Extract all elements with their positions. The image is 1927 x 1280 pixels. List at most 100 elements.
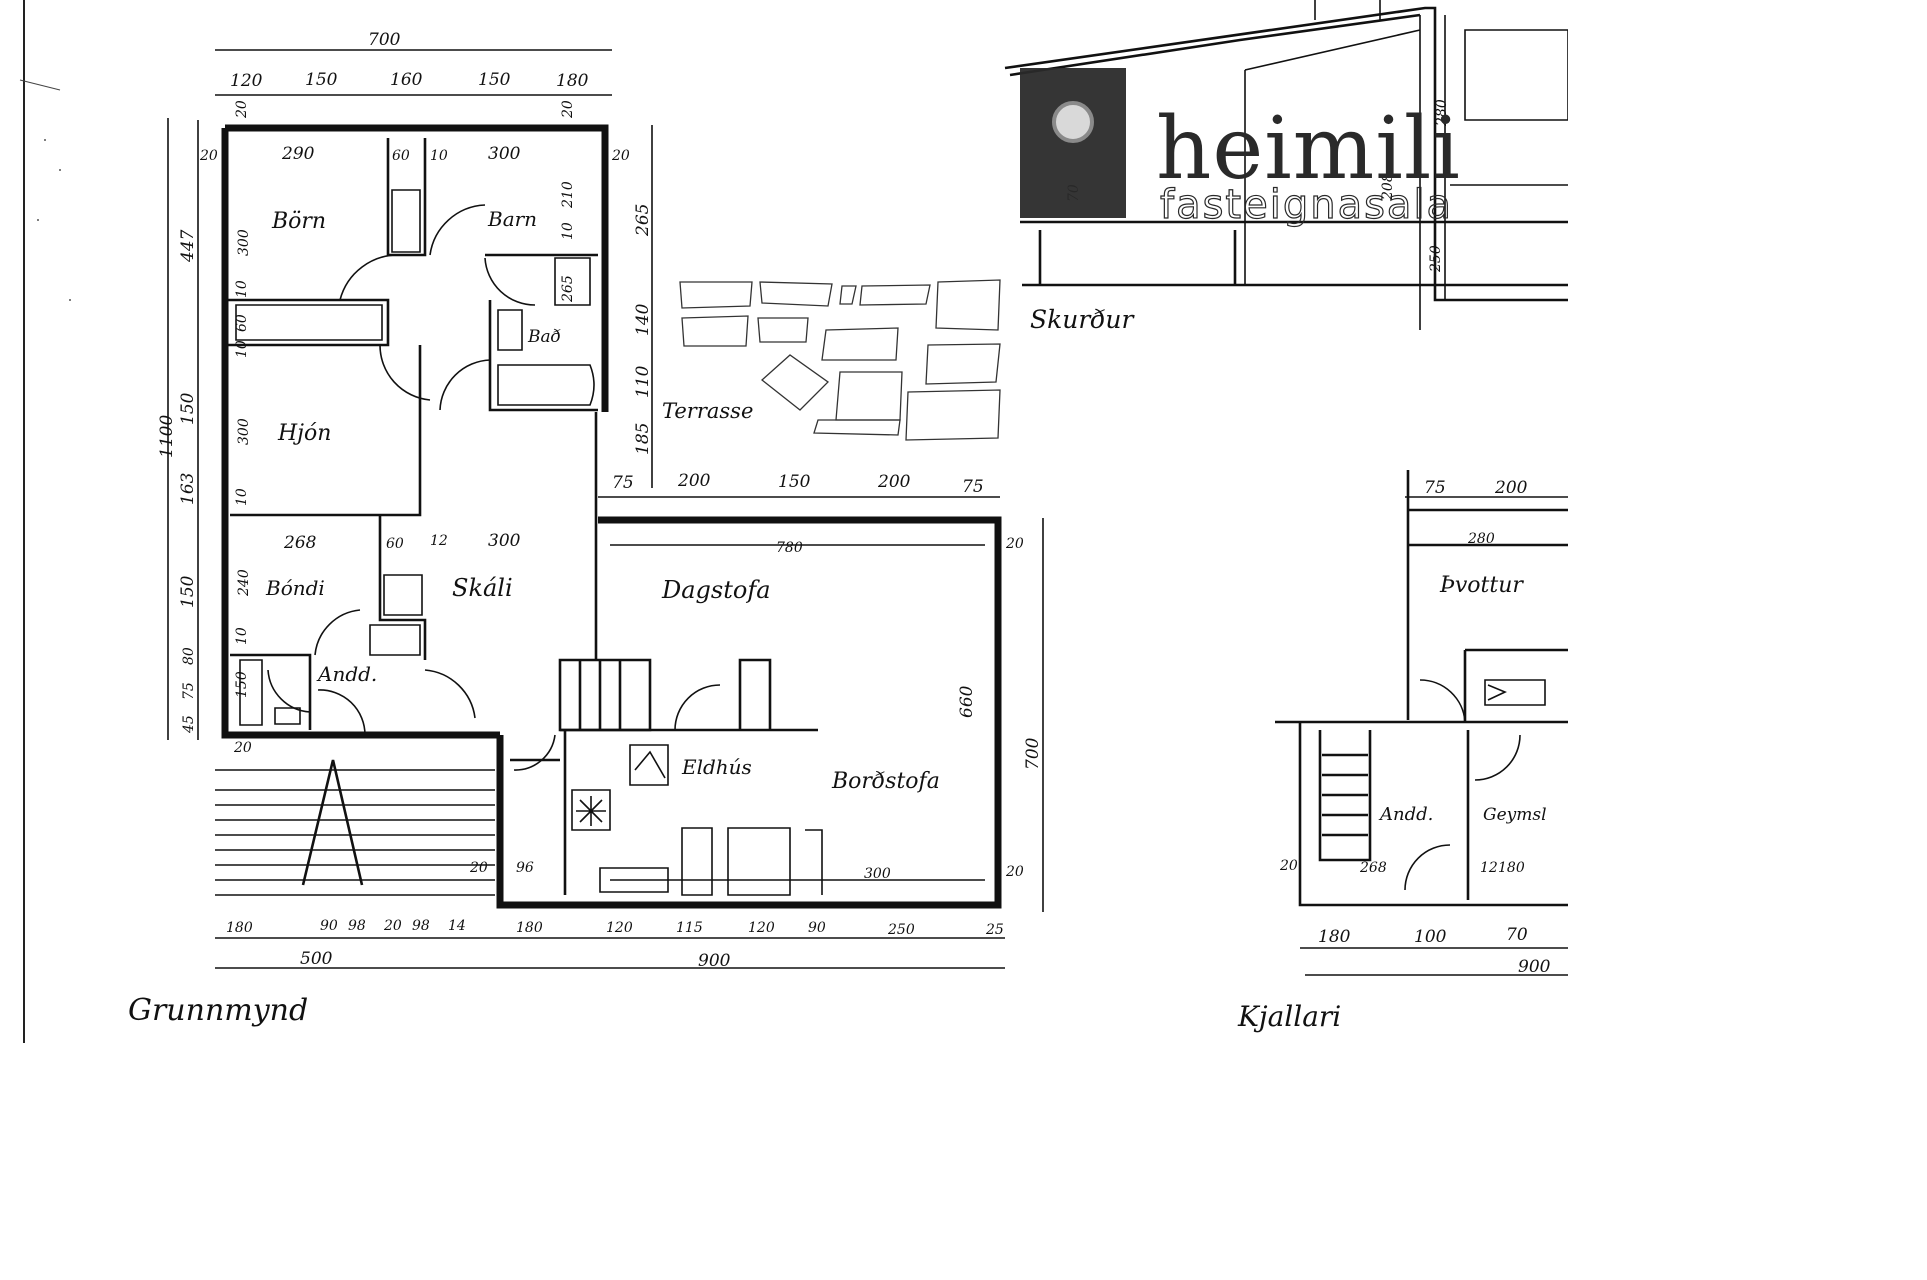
dim-inner-left: 300 xyxy=(236,229,252,256)
dim-row2: 12 xyxy=(430,533,448,549)
dim-kj-row: 12 xyxy=(1480,860,1498,876)
dim-bottom-part: 180 xyxy=(226,920,253,936)
dim-bottom-part: 250 xyxy=(887,922,915,938)
dim-inner-left: 60 xyxy=(234,314,250,332)
dim-inner-left: 10 xyxy=(234,627,250,645)
dim-right-col: 265 xyxy=(633,204,653,237)
floor-plan-drawing: Börn Barn Bað Hjón Terrasse Bóndi Skáli … xyxy=(19,0,1568,1043)
dim-bottom-total: 900 xyxy=(698,951,731,971)
dim-right-side: 20 xyxy=(1005,864,1024,880)
dim-bottom-part: 25 xyxy=(985,922,1004,938)
dim-left-part: 45 xyxy=(181,715,197,734)
main-floor-plan xyxy=(215,124,1002,909)
room-label-bad: Bað xyxy=(527,327,561,347)
dim-bottom-part: 98 xyxy=(412,918,430,934)
dim-top-total: 700 xyxy=(368,30,401,50)
dim-inner-left: 150 xyxy=(234,671,250,698)
dim-row2: 268 xyxy=(283,533,317,553)
dim-bath: 265 xyxy=(560,275,576,303)
room-label-barn: Barn xyxy=(487,207,537,231)
room-label-terrasse: Terrasse xyxy=(662,399,753,423)
dim-bottom-part: 120 xyxy=(606,920,633,936)
dim-left-part: 75 xyxy=(181,682,197,700)
dimension-lines xyxy=(167,49,1044,969)
dim-right-side: 700 xyxy=(1023,737,1043,770)
dim-row1: 10 xyxy=(430,148,448,164)
room-label-bondi: Bóndi xyxy=(265,576,325,600)
room-label-hjon: Hjón xyxy=(277,421,331,446)
dim-row1: 290 xyxy=(281,144,315,164)
dim-section: 250 xyxy=(1428,245,1444,273)
section-label-skurdur: Skurður xyxy=(1030,305,1135,334)
terrace-stones xyxy=(679,279,1001,441)
dim-inner-left: 10 xyxy=(234,340,250,358)
plan-title-kjallari: Kjallari xyxy=(1237,1000,1341,1033)
dim-row1: 60 xyxy=(392,148,410,164)
dim-kj-bottom: 70 xyxy=(1506,925,1528,945)
dim-bottom-part: 115 xyxy=(676,920,703,936)
dim-top-part: 180 xyxy=(556,71,589,91)
logo-brand-text: heimili xyxy=(1156,99,1461,199)
dim-bottom-part: 20 xyxy=(383,918,402,934)
logo-dot-icon xyxy=(1052,101,1094,143)
dim-right-col: 140 xyxy=(633,303,653,336)
dim-row2: 60 xyxy=(386,536,404,552)
dim-row1: 20 xyxy=(611,148,630,164)
room-label-skali: Skáli xyxy=(452,574,513,602)
dim-bath: 10 xyxy=(560,222,576,240)
dim-bottom-part: 14 xyxy=(448,918,466,934)
dim-row2: 300 xyxy=(488,531,521,551)
section-drawing xyxy=(1004,0,1568,330)
dim-bath: 20 xyxy=(560,100,576,119)
dim-inner-left: 20 xyxy=(233,740,252,756)
dim-bottom-part: 90 xyxy=(808,920,826,936)
room-label-geymsla: Geymsl xyxy=(1483,805,1547,825)
dim-top-part: 150 xyxy=(478,70,511,90)
dim-dagstofa-top: 200 xyxy=(677,471,711,491)
dim-row1: 20 xyxy=(199,148,218,164)
room-label-bordstofa: Borðstofa xyxy=(831,769,940,794)
dim-left-part: 150 xyxy=(178,575,198,608)
dim-kj-row: 268 xyxy=(1359,860,1387,876)
dim-inner-left: 10 xyxy=(234,488,250,506)
dim-stair-left: 20 xyxy=(469,860,488,876)
dim-left-part: 163 xyxy=(178,473,198,505)
dim-dagstofa-top: 75 xyxy=(962,477,984,497)
dim-left-part: 80 xyxy=(181,647,197,665)
dim-dagstofa-top: 200 xyxy=(877,472,911,492)
dim-left-part: 150 xyxy=(178,392,198,425)
room-label-throttur: Þvottur xyxy=(1439,573,1524,598)
dim-top-part: 150 xyxy=(305,70,338,90)
dim-dagstofa-top: 75 xyxy=(612,473,634,493)
entry-steps xyxy=(215,759,495,896)
dim-inner-left: 240 xyxy=(236,569,252,597)
dim-stair-left: 96 xyxy=(516,860,534,876)
dim-inner-left: 10 xyxy=(234,280,250,298)
dim-row1: 300 xyxy=(488,144,521,164)
dim-kj-top: 75 xyxy=(1424,478,1446,498)
dim-bottom-part: 180 xyxy=(516,920,543,936)
logo-tagline-text: fasteignasala xyxy=(1160,182,1453,228)
room-label-dagstofa: Dagstofa xyxy=(661,576,771,604)
dim-bath: 210 xyxy=(560,181,576,209)
dim-inner-left: 300 xyxy=(236,418,252,445)
room-label-eldhus: Eldhús xyxy=(681,755,752,779)
dim-section: 280 xyxy=(1434,99,1450,127)
dim-section: 208 xyxy=(1380,173,1396,201)
dim-kj-side: 20 xyxy=(1279,858,1298,874)
scan-margin xyxy=(19,0,71,1043)
dim-left-upper: 447 xyxy=(178,229,198,263)
dim-kitchen-bottom: 300 xyxy=(864,866,891,882)
dim-bottom-part: 120 xyxy=(748,920,775,936)
dim-inner-left: 20 xyxy=(234,100,250,119)
dim-kj-bottom: 180 xyxy=(1318,927,1351,947)
room-label-andd: Andd. xyxy=(316,662,377,686)
dim-top-part: 160 xyxy=(390,70,423,90)
dim-kj-bottom: 100 xyxy=(1414,927,1447,947)
basement-plan xyxy=(1275,470,1568,976)
dim-kj-width: 280 xyxy=(1467,531,1495,547)
room-label-born: Börn xyxy=(271,209,326,234)
plan-title-grunnmynd: Grunnmynd xyxy=(128,993,308,1028)
dim-kj-row: 180 xyxy=(1498,860,1525,876)
dim-top-part: 120 xyxy=(230,71,263,91)
